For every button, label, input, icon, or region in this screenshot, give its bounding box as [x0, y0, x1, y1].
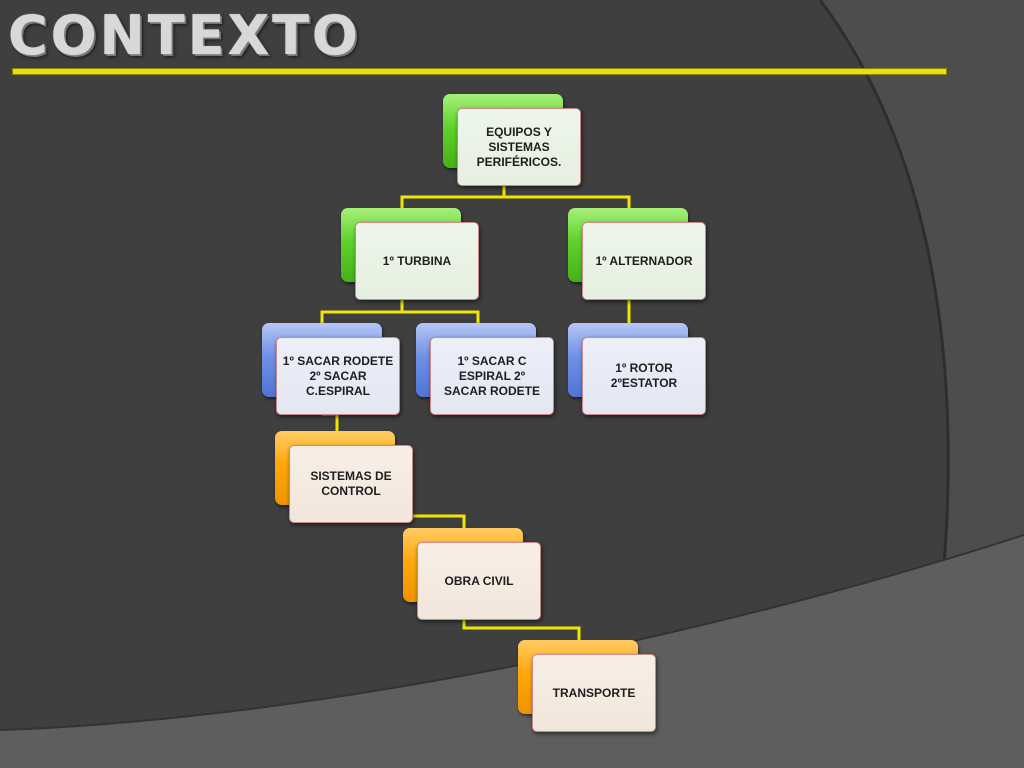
node-label: SISTEMAS DE CONTROL — [310, 469, 392, 498]
node-label: 1º SACAR RODETE 2º SACAR C.ESPIRAL — [282, 353, 394, 398]
node-sacar-rodete: 1º SACAR RODETE 2º SACAR C.ESPIRAL — [262, 323, 400, 415]
node-label: TRANSPORTE — [552, 685, 636, 700]
slide-title: CONTEXTO — [8, 4, 361, 67]
node-card: OBRA CIVIL — [417, 542, 541, 620]
connector-root-alternador — [504, 195, 631, 212]
connector-turbina-sacar-rodete — [320, 300, 404, 326]
node-label: OBRA CIVIL — [444, 573, 514, 588]
node-card: 1º TURBINA — [355, 222, 479, 300]
node-card: SISTEMAS DE CONTROL — [289, 445, 413, 523]
node-card: 1º SACAR RODETE 2º SACAR C.ESPIRAL — [276, 337, 400, 415]
node-transporte: TRANSPORTE — [518, 640, 656, 732]
node-sistemas-control: SISTEMAS DE CONTROL — [275, 431, 413, 523]
title-underline — [12, 68, 947, 75]
node-sacar-espiral: 1º SACAR C ESPIRAL 2º SACAR RODETE — [416, 323, 554, 415]
node-obra-civil: OBRA CIVIL — [403, 528, 541, 620]
connector-root-turbina — [400, 186, 506, 212]
connector-obra-transporte — [462, 620, 581, 642]
node-turbina: 1º TURBINA — [341, 208, 479, 300]
node-alternador: 1º ALTERNADOR — [568, 208, 706, 300]
node-rotor-estator: 1º ROTOR 2ºESTATOR — [568, 323, 706, 415]
node-label: EQUIPOS Y SISTEMAS PERIFÉRICOS. — [476, 124, 562, 169]
node-card: 1º ROTOR 2ºESTATOR — [582, 337, 706, 415]
node-equipos-sistemas: EQUIPOS Y SISTEMAS PERIFÉRICOS. — [443, 94, 581, 186]
node-card: 1º SACAR C ESPIRAL 2º SACAR RODETE — [430, 337, 554, 415]
node-label: 1º ROTOR 2ºESTATOR — [610, 361, 678, 390]
node-card: TRANSPORTE — [532, 654, 656, 732]
node-label: 1º ALTERNADOR — [595, 253, 693, 268]
connector-sacar-rodete-sistemas — [322, 412, 339, 432]
node-card: 1º ALTERNADOR — [582, 222, 706, 300]
node-card: EQUIPOS Y SISTEMAS PERIFÉRICOS. — [457, 108, 581, 186]
node-label: 1º SACAR C ESPIRAL 2º SACAR RODETE — [443, 353, 540, 398]
connector-turbina-sacar-espiral — [402, 310, 480, 326]
node-label: 1º TURBINA — [382, 253, 452, 268]
